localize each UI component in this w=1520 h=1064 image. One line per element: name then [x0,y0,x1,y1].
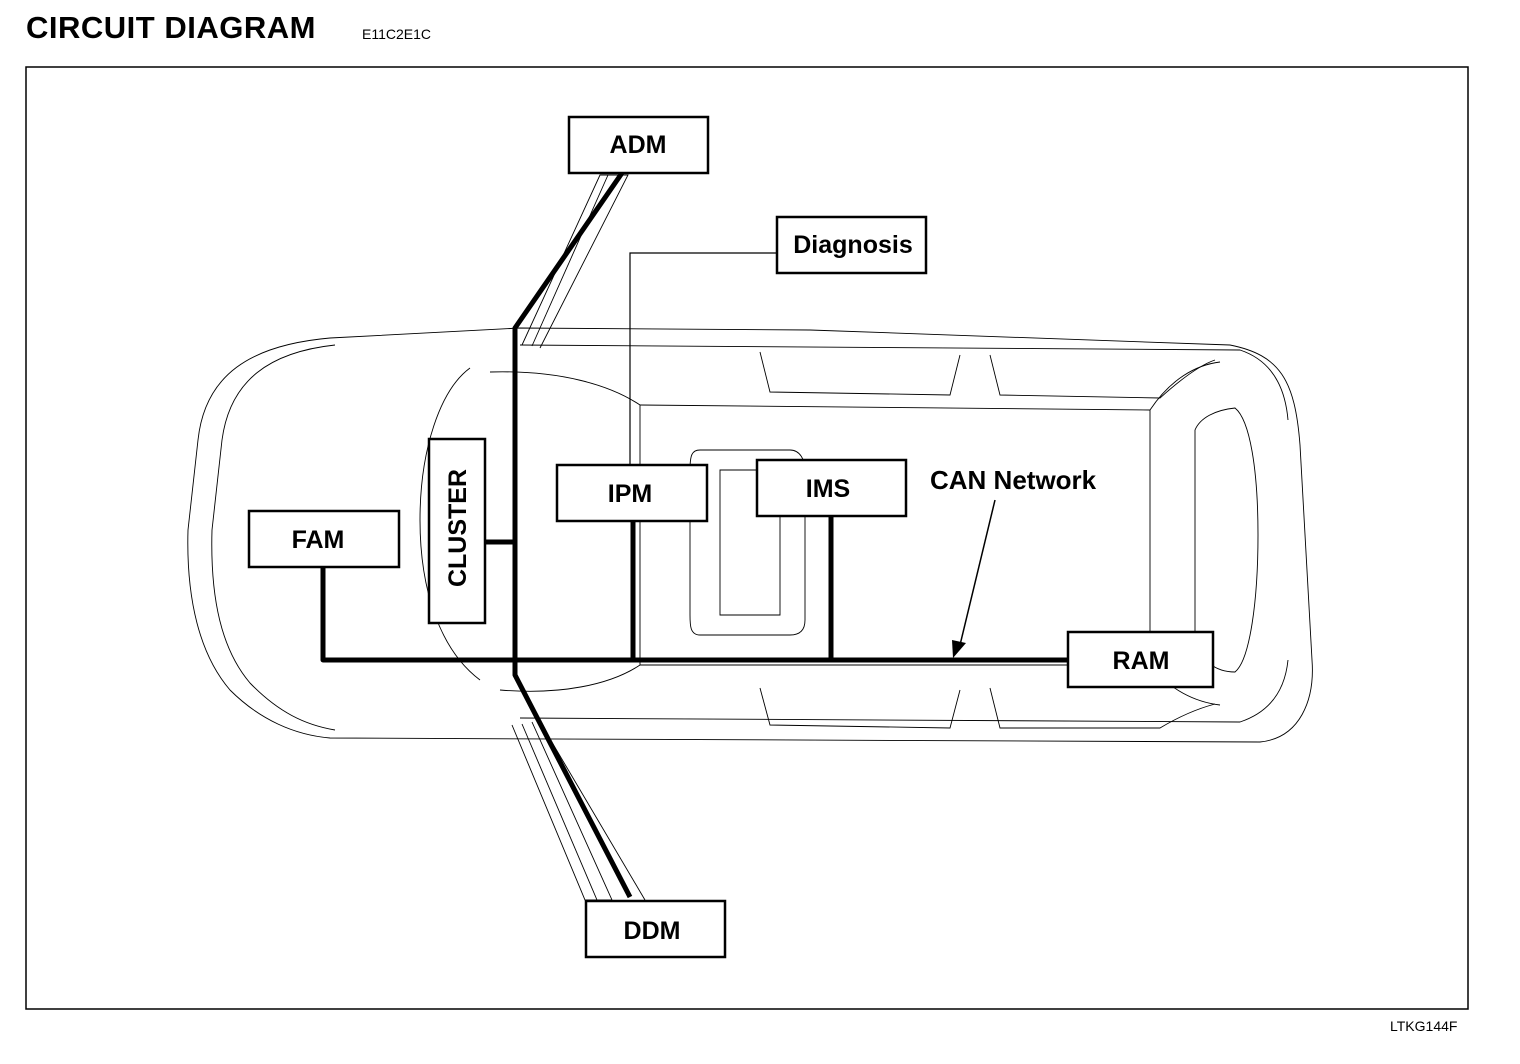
module-ims-label: IMS [806,475,850,503]
module-diagnosis: Diagnosis [775,215,928,275]
module-fam-label: FAM [292,526,345,554]
module-fam: FAM [247,509,401,569]
page-title: CIRCUIT DIAGRAM [26,10,316,45]
bus-main [320,568,1070,663]
module-cluster-label: CLUSTER [444,469,472,587]
can-network-label: CAN Network [930,465,1097,495]
module-ram-label: RAM [1113,647,1170,675]
section-code: E11C2E1C [362,26,432,42]
module-adm: ADM [567,115,710,175]
module-cluster: CLUSTER [427,437,487,625]
module-ipm-label: IPM [608,480,652,508]
module-ram: RAM [1066,630,1215,689]
can-network-arrow [952,499,996,658]
module-ipm: IPM [555,463,709,523]
module-ddm: DDM [584,899,727,959]
module-ddm-label: DDM [624,917,681,945]
module-ims: IMS [755,458,908,518]
can-bus [320,171,1070,899]
bus-spine [512,171,633,899]
module-adm-label: ADM [610,131,667,159]
figure-id: LTKG144F [1390,1018,1458,1034]
diagram-frame [25,66,1469,1010]
diagnosis-link [629,252,778,465]
module-diagnosis-label: Diagnosis [793,231,912,259]
vehicle-outline [187,174,1313,901]
